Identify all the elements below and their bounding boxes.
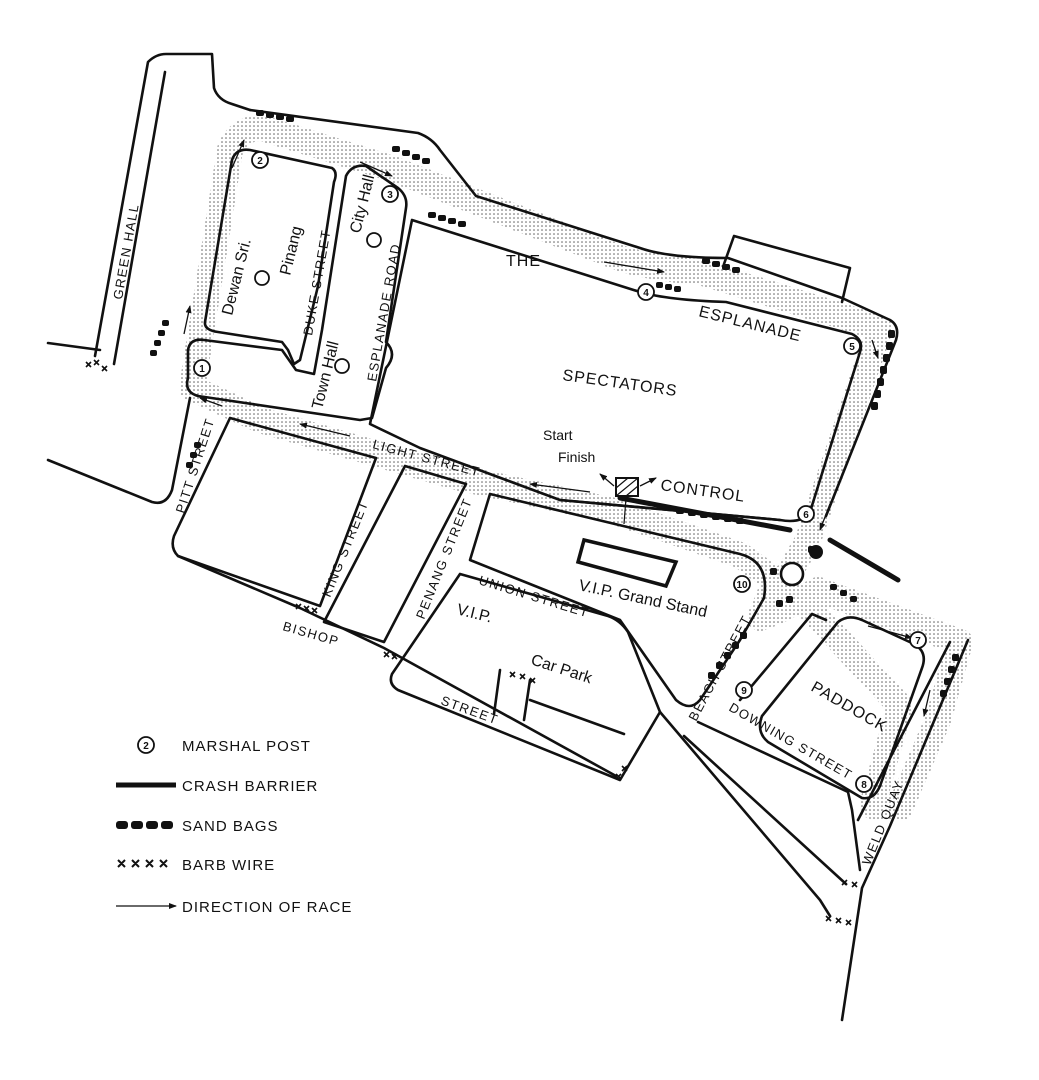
label-union-street: UNION STREET [477,573,591,621]
svg-text:9: 9 [741,686,747,697]
label-vip: V.I.P. [455,601,494,626]
svg-text:4: 4 [643,288,649,299]
label-city-hall: City Hall [347,173,378,235]
svg-text:3: 3 [387,190,393,201]
label-pitt-street: PITT STREET [173,416,218,515]
svg-text:10: 10 [736,580,748,591]
label-vip-grand-stand: V.I.P. Grand Stand [577,577,708,621]
legend-crash-barrier: CRASH BARRIER [116,778,318,795]
street-outlines [46,52,970,1022]
svg-text:2: 2 [143,741,149,752]
svg-text:SAND BAGS: SAND BAGS [182,818,279,835]
marshal-post-9: 9 [735,681,753,699]
control-tower [599,473,657,525]
label-spectators: SPECTATORS [561,367,678,400]
label-finish: Finish [558,449,595,465]
marshal-post-5: 5 [843,337,861,355]
svg-text:2: 2 [257,156,263,167]
label-street: STREET [439,693,501,728]
svg-text:6: 6 [803,510,809,521]
race-direction-arrows [183,139,931,717]
svg-text:1: 1 [199,364,205,375]
legend-marshal-post: 2 MARSHAL POST [137,736,311,755]
svg-text:7: 7 [915,636,921,647]
label-car-park: Car Park [529,652,595,688]
legend: 2 MARSHAL POST CRASH BARRIER SAND BAGS B… [116,736,352,916]
marshal-post-4: 4 [637,283,655,301]
svg-text:5: 5 [849,342,855,353]
marshal-post-10: 10 [733,575,751,593]
marshal-posts: 1 2 3 4 5 6 7 8 9 10 [193,151,927,793]
marshal-post-6: 6 [797,505,815,523]
legend-sand-bags: SAND BAGS [116,818,279,835]
label-pinang: Pinang [277,225,306,277]
svg-text:8: 8 [861,780,867,791]
barb-wire [85,359,858,926]
marshal-post-7: 7 [909,631,927,649]
race-track [179,115,973,821]
marshal-post-8: 8 [855,775,873,793]
label-the: THE [506,253,541,270]
sand-bags [150,110,959,697]
label-town-hall: Town Hall [309,340,342,411]
label-downing-street: DOWNING STREET [727,700,856,783]
legend-barb-wire: BARB WIRE [117,857,275,874]
svg-text:DIRECTION OF RACE: DIRECTION OF RACE [182,899,352,916]
svg-text:MARSHAL POST: MARSHAL POST [182,738,311,755]
marshal-post-3: 3 [381,185,399,203]
marshal-post-1: 1 [193,359,211,377]
svg-text:CRASH BARRIER: CRASH BARRIER [182,778,318,795]
label-control: CONTROL [659,477,746,506]
legend-direction-of-race: DIRECTION OF RACE [116,899,352,916]
svg-text:BARB WIRE: BARB WIRE [182,857,275,874]
label-start: Start [543,427,573,443]
marshal-post-2: 2 [251,151,269,169]
building-markers [254,232,382,374]
